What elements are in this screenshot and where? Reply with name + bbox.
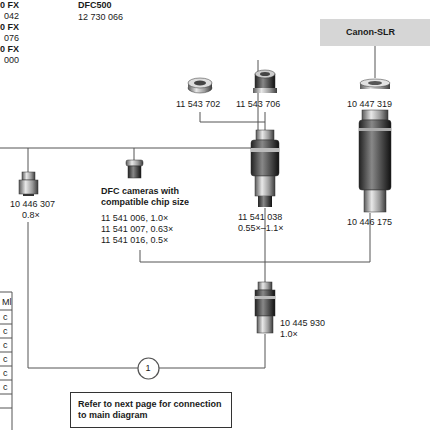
table-cell: c [3,312,8,323]
model-name: 0 FX [0,44,19,55]
order-number: 11 543 702 [176,99,220,110]
ring-706 [253,70,277,93]
adapter-930 [255,282,275,333]
adapter-038 [251,130,279,207]
order-number: 11 543 706 [236,99,280,110]
model-name: 0 FX [0,22,19,33]
camera-box: Canon-SLR [320,19,430,46]
node-text: 1 [145,363,150,374]
order-number: 10 446 175 [347,217,392,228]
table-cell: c [3,326,8,337]
table-cell: Ml [2,297,12,308]
camera-note: DFC cameras with compatible chip size [101,186,201,208]
order-number: 042 [4,11,19,22]
callout-number: 1 [137,357,160,380]
note-box: Refer to next page for connection to mai… [70,392,232,428]
table-cell: c [3,354,8,365]
order-number: 11 541 016, 0.5× [101,235,168,246]
order-number: 10 446 307 [10,199,55,210]
order-number: 11 541 038 [238,212,282,223]
table-cell: c [3,340,8,351]
table-cell: c [3,368,8,379]
order-number: 10 445 930 [280,318,325,329]
model-name: DFC500 [78,0,112,11]
disk-319 [360,79,390,89]
magnification: 1.0× [280,329,298,340]
adapter-175 [359,110,391,212]
order-number: 12 730 066 [78,12,123,23]
callout-circle [138,358,159,379]
magnification: 0.8× [22,210,40,221]
node-text: Refer to next page for connection to mai… [78,399,226,421]
order-number: 11 541 007, 0.63× [101,224,173,235]
order-number: 000 [4,55,19,66]
table-cell: c [3,382,8,393]
adapter-307 [19,172,38,196]
order-number: 10 447 319 [347,99,392,110]
order-number: 11 541 006, 1.0× [101,213,168,224]
ring-702 [188,78,212,93]
model-name: 0 FX [0,0,19,11]
magnification: 0.55×–1.1× [238,223,284,234]
node-text: Canon-SLR [346,27,422,38]
adapter-dfc [126,160,143,178]
order-number: 076 [4,33,19,44]
wires [0,46,375,430]
